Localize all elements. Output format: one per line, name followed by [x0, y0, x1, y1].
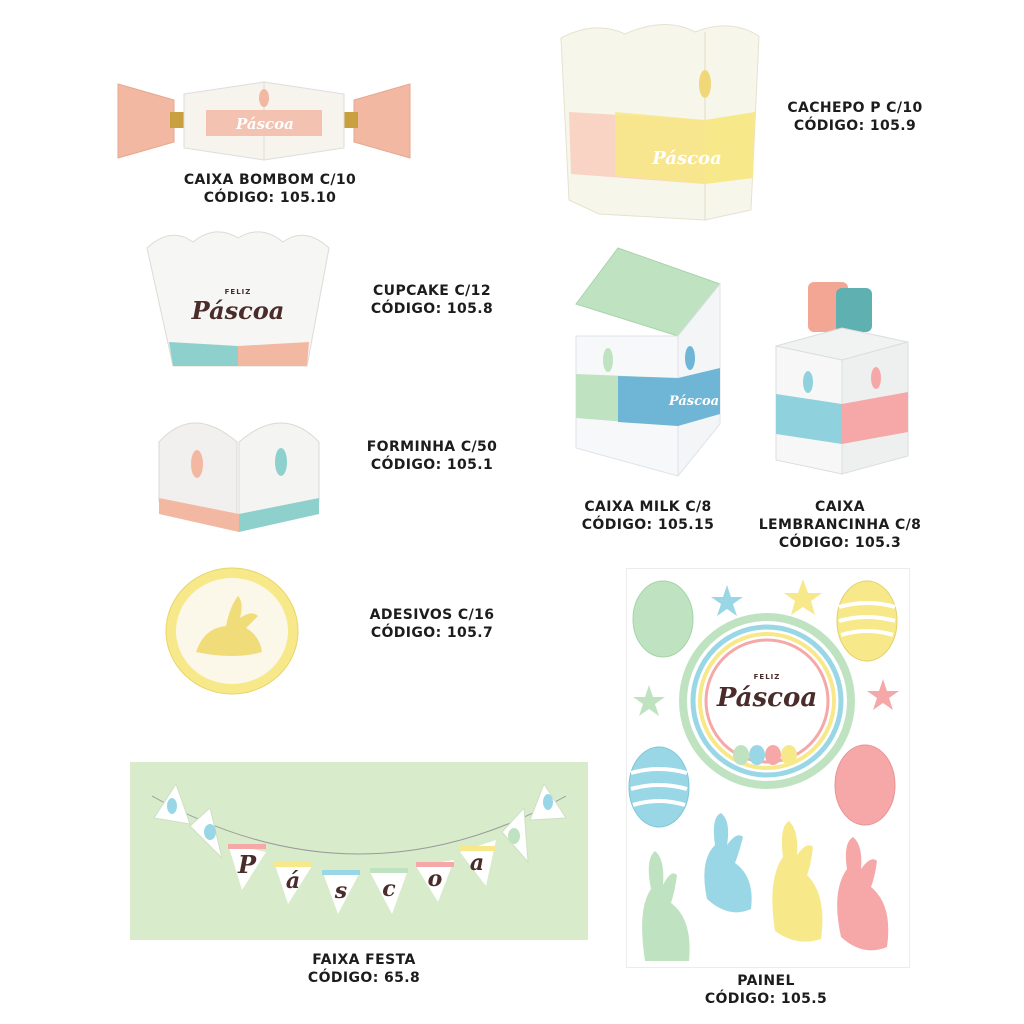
caixa-bombom-name: CAIXA BOMBOM C/10	[183, 172, 357, 188]
painel-feliz-text: FELIZ	[753, 673, 781, 681]
painel-pascoa-text: Páscoa	[716, 683, 818, 713]
painel-image: FELIZ Páscoa	[626, 568, 910, 968]
caixa-lembrancinha-image	[772, 278, 912, 482]
caixa-milk-code: CÓDIGO: 105.15	[581, 517, 715, 533]
adesivos-image	[164, 566, 300, 696]
caixa-bombom-image: Páscoa	[114, 76, 414, 166]
caixa-lembrancinha-name2: LEMBRANCINHA C/8	[758, 517, 922, 533]
faixa-letter-p: P	[237, 850, 257, 879]
faixa-letter-a: á	[285, 868, 301, 894]
caixa-milk-label: CAIXA MILK C/8 CÓDIGO: 105.15	[560, 498, 736, 534]
caixa-milk-name: CAIXA MILK C/8	[584, 499, 712, 515]
caixa-lembrancinha-code: CÓDIGO: 105.3	[778, 535, 902, 551]
caixa-milk-pascoa-text: Páscoa	[668, 394, 720, 409]
cachepo-pascoa-text: Páscoa	[652, 148, 722, 169]
cachepo-code: CÓDIGO: 105.9	[793, 118, 917, 134]
faixa-festa-label: FAIXA FESTA CÓDIGO: 65.8	[252, 951, 476, 987]
painel-label: PAINEL CÓDIGO: 105.5	[654, 972, 878, 1008]
adesivos-name: ADESIVOS C/16	[369, 607, 495, 623]
cupcake-code: CÓDIGO: 105.8	[370, 301, 494, 317]
cupcake-name: CUPCAKE C/12	[373, 283, 491, 299]
cupcake-feliz-text: FELIZ	[224, 288, 252, 296]
caixa-bombom-code: CÓDIGO: 105.10	[203, 190, 337, 206]
forminha-image	[153, 402, 325, 534]
adesivos-label: ADESIVOS C/16 CÓDIGO: 105.7	[320, 606, 544, 642]
cupcake-image: FELIZ Páscoa	[143, 224, 333, 370]
faixa-letter-o: o	[427, 866, 443, 892]
cachepo-label: CACHEPO P C/10 CÓDIGO: 105.9	[742, 99, 968, 135]
caixa-bombom-label: CAIXA BOMBOM C/10 CÓDIGO: 105.10	[150, 171, 390, 207]
adesivos-code: CÓDIGO: 105.7	[370, 625, 494, 641]
forminha-name: FORMINHA C/50	[366, 439, 498, 455]
cupcake-label: CUPCAKE C/12 CÓDIGO: 105.8	[320, 282, 544, 318]
painel-code: CÓDIGO: 105.5	[704, 991, 828, 1007]
faixa-festa-code: CÓDIGO: 65.8	[307, 970, 421, 986]
caixa-lembrancinha-label: CAIXA LEMBRANCINHA C/8 CÓDIGO: 105.3	[734, 498, 946, 552]
cupcake-pascoa-text: Páscoa	[191, 296, 285, 325]
cachepo-image: Páscoa	[555, 14, 765, 224]
faixa-letter-s: s	[334, 878, 348, 904]
forminha-code: CÓDIGO: 105.1	[370, 457, 494, 473]
faixa-letter-c: c	[382, 876, 396, 902]
caixa-milk-image: Páscoa	[572, 244, 724, 480]
faixa-festa-name: FAIXA FESTA	[312, 952, 416, 968]
caixa-lembrancinha-name: CAIXA	[815, 499, 865, 515]
faixa-letter-a2: a	[469, 850, 485, 876]
painel-name: PAINEL	[737, 973, 795, 989]
faixa-festa-image: P á s c o a	[130, 762, 588, 940]
forminha-label: FORMINHA C/50 CÓDIGO: 105.1	[320, 438, 544, 474]
caixa-bombom-pascoa-text: Páscoa	[236, 115, 294, 133]
cachepo-name: CACHEPO P C/10	[787, 100, 923, 116]
